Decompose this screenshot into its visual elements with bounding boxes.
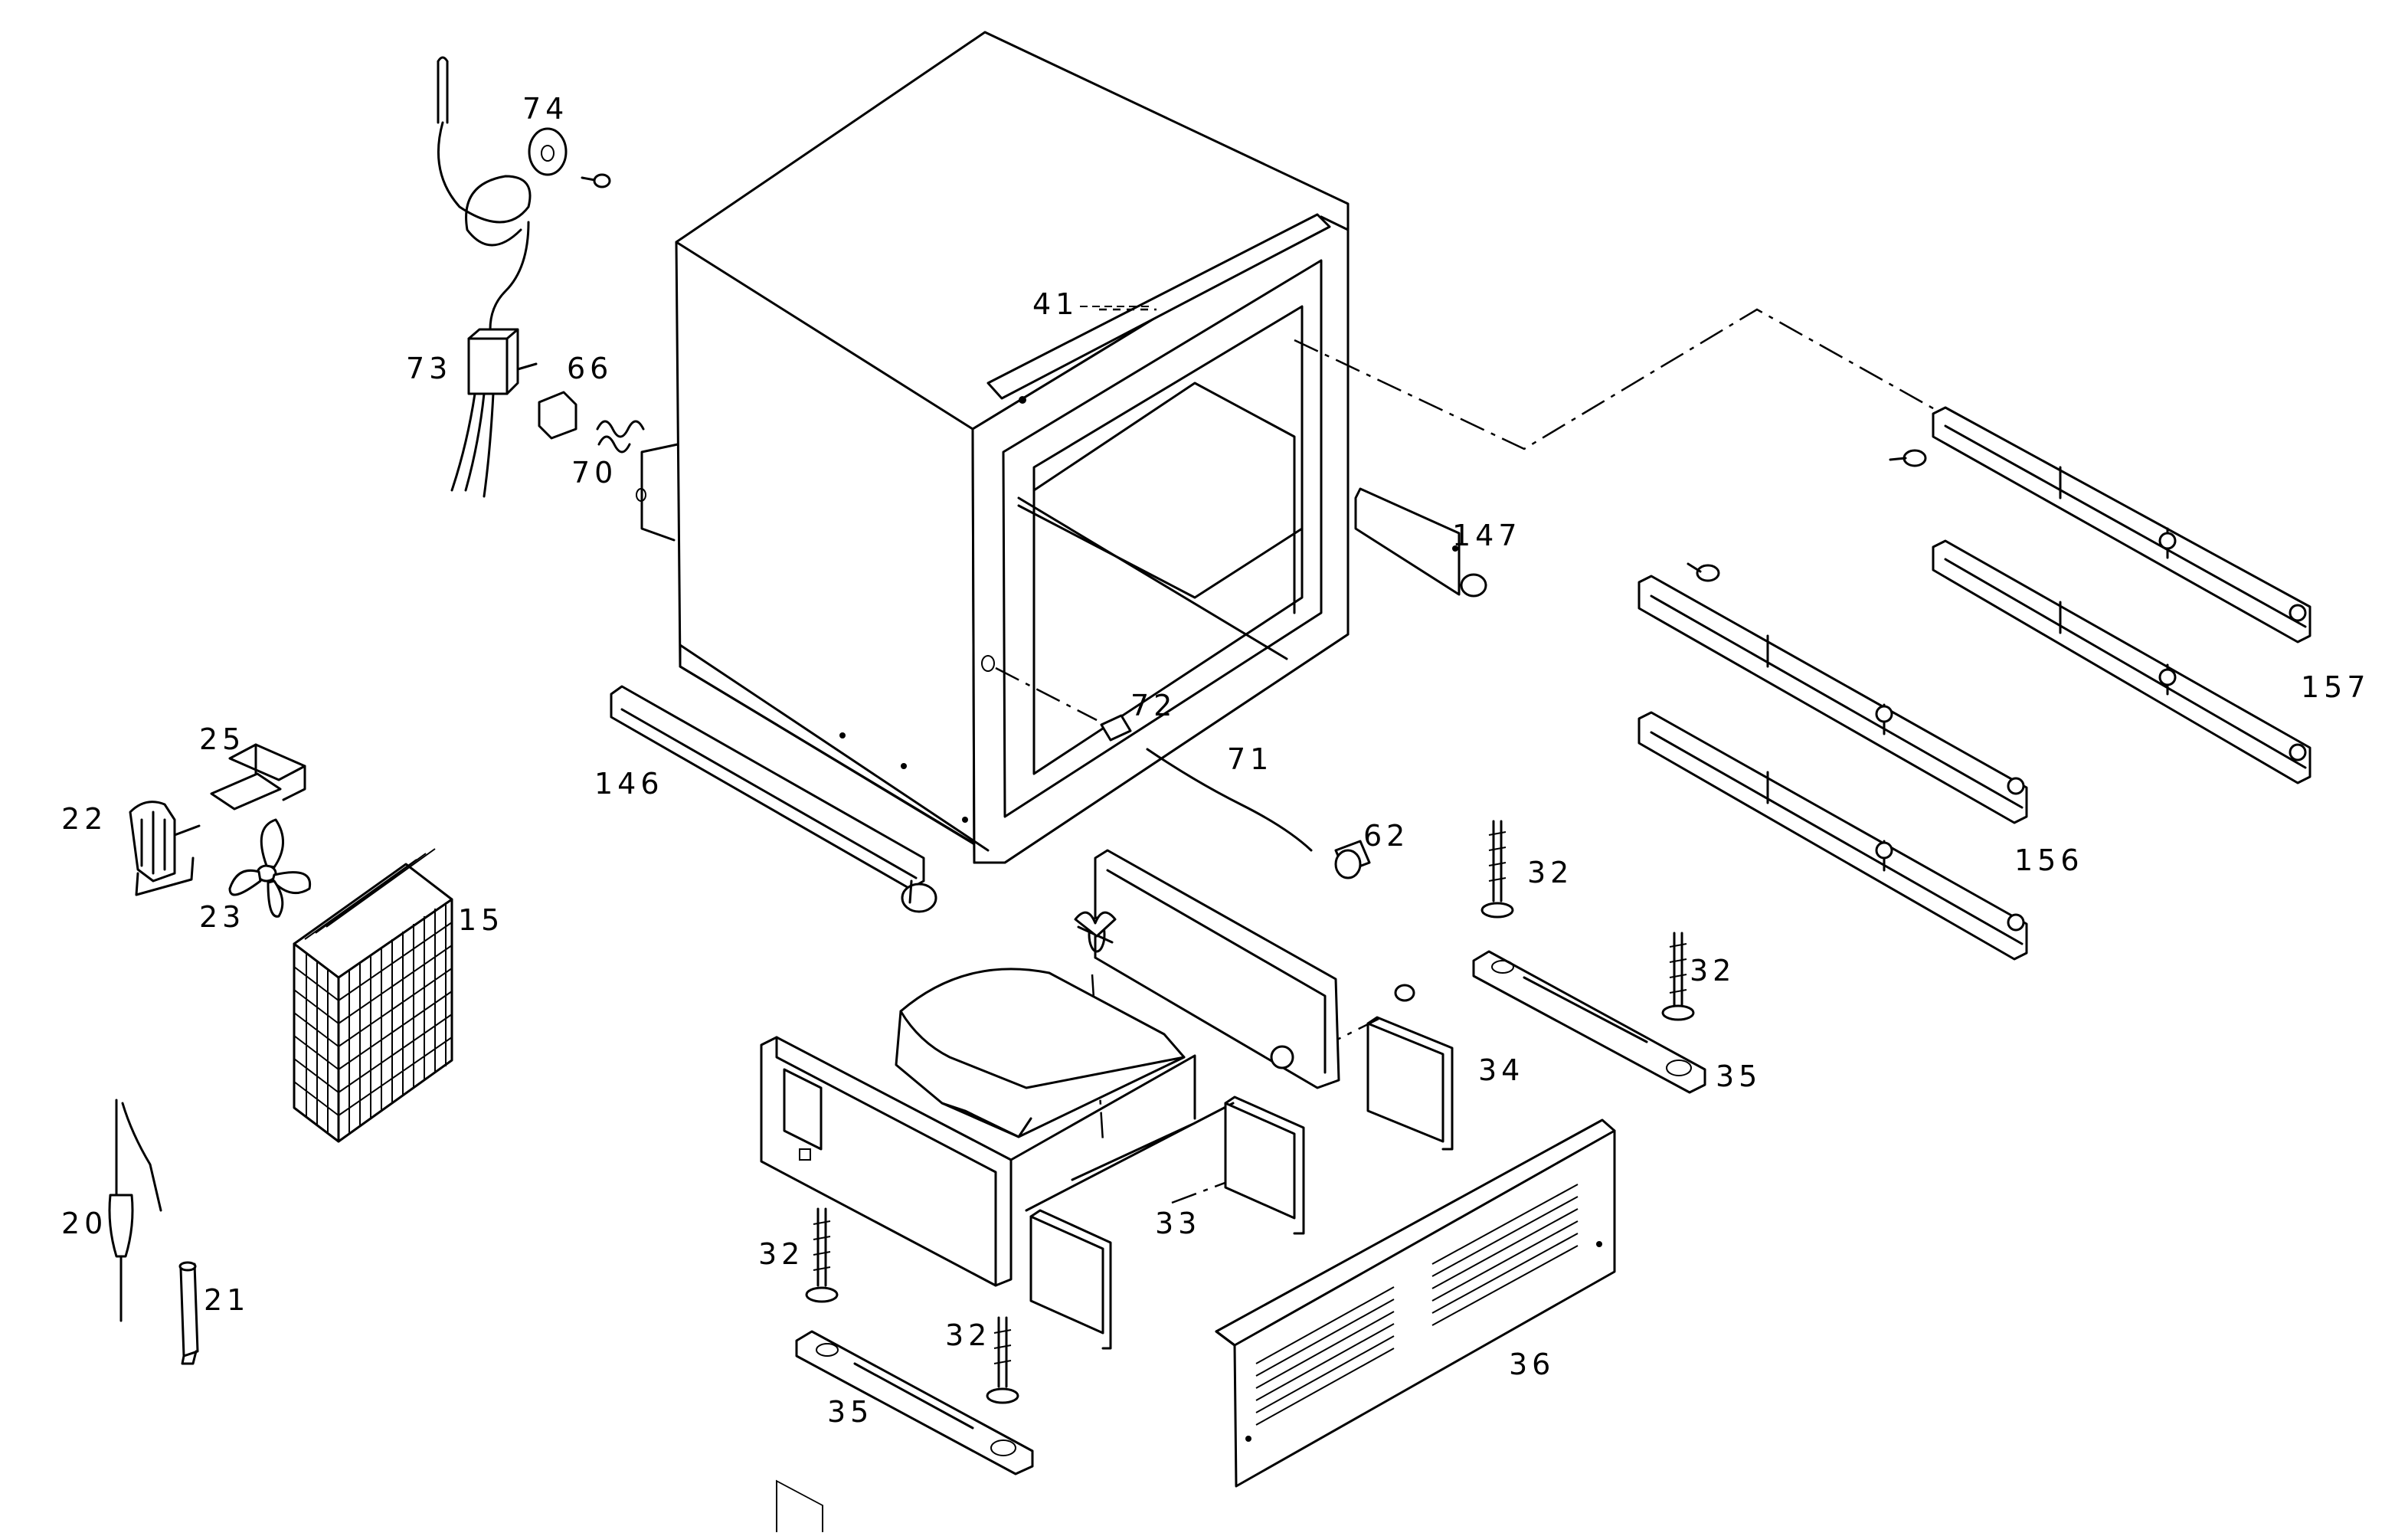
part-label-21: 21 — [204, 1283, 250, 1317]
part-label-22: 22 — [61, 802, 107, 836]
wing-bolt-icon — [1074, 911, 1117, 959]
thermostat-icon — [437, 56, 538, 498]
slide-rail-156-icon — [1638, 562, 2028, 961]
leveling-foot-icon — [805, 1207, 839, 1303]
filter-drier-icon — [108, 1099, 162, 1322]
mounting-rail-147-icon — [1354, 487, 1487, 598]
part-label-32-d: 32 — [945, 1318, 991, 1352]
part-label-73: 73 — [406, 352, 452, 385]
part-label-72: 72 — [1130, 689, 1176, 722]
part-label-33: 33 — [1155, 1207, 1201, 1240]
part-label-34: 34 — [1478, 1053, 1524, 1087]
bracket-and-spring-icon — [538, 391, 645, 454]
foot-plate-icon — [1472, 950, 1706, 1094]
part-label-71: 71 — [1227, 742, 1273, 776]
part-label-35-b: 35 — [827, 1395, 873, 1429]
part-label-35-a: 35 — [1716, 1059, 1762, 1093]
part-label-74: 74 — [522, 92, 568, 126]
leveling-foot-icon — [1661, 932, 1695, 1021]
leveling-foot-icon — [986, 1316, 1019, 1404]
slide-rail-157-icon — [1889, 406, 2311, 784]
cabinet-housing-icon — [636, 31, 1350, 864]
part-labels: 74 73 66 70 41 147 157 156 72 71 62 146 … — [61, 92, 2370, 1429]
capillary-tube-icon — [178, 1261, 199, 1365]
part-label-23: 23 — [199, 900, 245, 934]
foot-plate-icon — [795, 1330, 1034, 1475]
front-grille-icon — [1215, 1118, 1616, 1488]
fan-motor-icon — [129, 801, 201, 896]
wire-link-icon — [1146, 748, 1313, 852]
condenser-coil-icon — [293, 848, 453, 1143]
leveling-foot-icon — [1480, 820, 1514, 919]
mount-bracket-34-icon — [1366, 1016, 1454, 1151]
part-label-36: 36 — [1509, 1348, 1555, 1381]
part-label-15: 15 — [458, 903, 504, 937]
plug-pin-icon — [1100, 714, 1132, 742]
part-label-32-a: 32 — [1527, 856, 1573, 889]
thermostat-knob-icon — [528, 127, 611, 188]
cap-nut-icon — [1334, 840, 1371, 879]
part-label-147: 147 — [1452, 519, 1522, 552]
part-label-32-c: 32 — [758, 1237, 804, 1271]
part-label-157: 157 — [2301, 670, 2370, 704]
part-label-66: 66 — [567, 352, 613, 385]
screw-icon — [1394, 984, 1415, 1002]
part-label-32-b: 32 — [1690, 954, 1736, 987]
mounting-rail-146-icon — [610, 685, 937, 913]
part-label-41: 41 — [1032, 287, 1078, 321]
part-label-146: 146 — [594, 767, 664, 801]
part-label-25: 25 — [199, 722, 245, 756]
relay-bracket-icon — [210, 743, 306, 811]
fan-blade-icon — [228, 818, 312, 918]
part-label-62: 62 — [1363, 819, 1409, 853]
part-label-156: 156 — [2014, 843, 2084, 877]
part-label-70: 70 — [571, 456, 617, 490]
mount-bracket-33-icon — [1029, 1096, 1305, 1350]
part-label-20: 20 — [61, 1207, 107, 1240]
base-frame-icon — [760, 849, 1340, 1536]
